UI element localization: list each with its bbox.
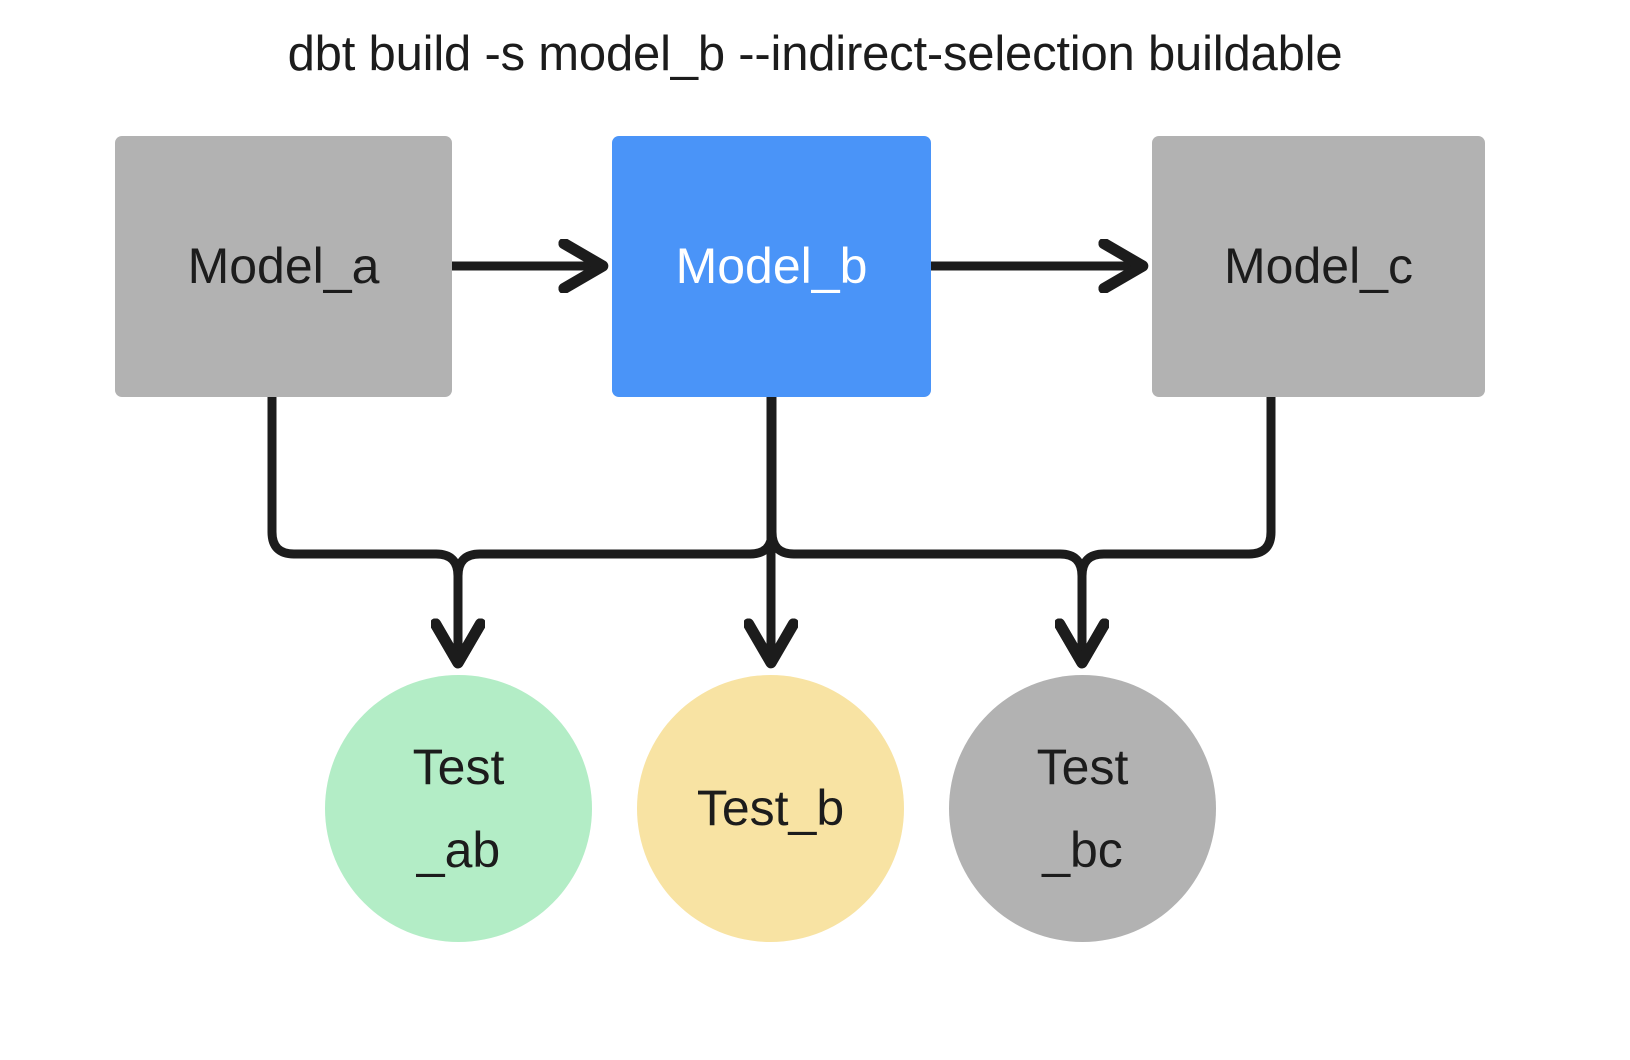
edge-model-b-to-test-ab: [458, 397, 777, 660]
edge-model-c-to-test-bc: [1082, 397, 1276, 660]
node-test-b-label-line1: Test_b: [696, 780, 845, 837]
node-test-bc[interactable]: Test _bc: [949, 675, 1216, 942]
node-model-a-label: Model_a: [187, 238, 380, 295]
node-test-ab-label-line1: Test: [412, 739, 505, 795]
node-test-ab[interactable]: Test _ab: [325, 675, 592, 942]
diagram-title: dbt build -s model_b --indirect-selectio…: [287, 27, 1343, 81]
node-test-bc-label-line2: _bc: [1042, 821, 1123, 878]
node-model-b[interactable]: Model_b: [612, 136, 931, 397]
edge-model-a-to-test-ab: [267, 397, 458, 660]
node-model-b-label: Model_b: [675, 238, 868, 295]
node-test-bc-label-line1: Test: [1036, 739, 1129, 795]
node-model-c-label: Model_c: [1224, 238, 1413, 295]
edge-model-b-to-test-bc: [767, 397, 1082, 660]
node-test-b[interactable]: Test_b: [637, 675, 904, 942]
node-model-a[interactable]: Model_a: [115, 136, 452, 397]
node-model-c[interactable]: Model_c: [1152, 136, 1485, 397]
node-test-ab-label-line2: _ab: [416, 821, 501, 878]
